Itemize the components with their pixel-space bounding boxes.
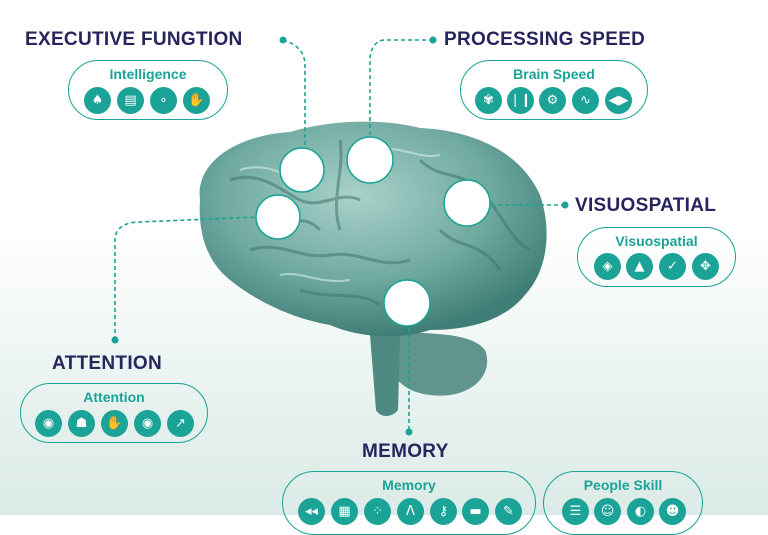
arrows-in-icon[interactable]: ◀▶ <box>605 87 632 114</box>
marker-attention <box>255 194 301 240</box>
attention-pill: Attention ◉ ☗ ✋ ◉ ↗ <box>20 383 208 443</box>
memory-label: Memory <box>382 477 436 493</box>
cross-arrows-icon[interactable]: ✥ <box>692 253 719 280</box>
person-card-icon[interactable]: ☰ <box>562 498 589 525</box>
hand-sign-icon[interactable]: ✋ <box>183 87 210 114</box>
marker-memory <box>383 279 431 327</box>
intelligence-label: Intelligence <box>109 66 187 82</box>
chevrons-check-icon[interactable]: ✓ <box>659 253 686 280</box>
face-icon[interactable]: ☻ <box>659 498 686 525</box>
spade-sound-icon[interactable]: ♠ <box>84 87 111 114</box>
key-icon[interactable]: ⚷ <box>430 498 457 525</box>
attention-label: Attention <box>83 389 145 405</box>
memory-title: MEMORY <box>362 441 449 462</box>
eye-sound-icon[interactable]: ◉ <box>134 410 161 437</box>
masks-icon[interactable]: ☺ <box>594 498 621 525</box>
people-skill-label: People Skill <box>583 477 663 493</box>
intelligence-pill: Intelligence ♠ ▤ ∘ ✋ <box>68 60 228 120</box>
head-speak-icon[interactable]: ◐ <box>627 498 654 525</box>
brain-stem <box>370 335 400 416</box>
dots-icon[interactable]: ⁘ <box>364 498 391 525</box>
pulse-icon[interactable]: ∿ <box>572 87 599 114</box>
visuospatial-label: Visuospatial <box>615 233 698 249</box>
tent-icon[interactable]: ▲ <box>626 253 653 280</box>
clipboard-icon[interactable]: ✎ <box>495 498 522 525</box>
memory-pill: Memory ◂◂ ▦ ⁘ Λ ⚷ ▬ ✎ <box>282 471 536 535</box>
brain-illustration <box>111 36 569 436</box>
circles-icon[interactable]: ∘ <box>150 87 177 114</box>
marker-visuospatial <box>443 179 491 227</box>
blocks-icon[interactable]: ▬ <box>462 498 489 525</box>
visuospatial-pill: Visuospatial ◈ ▲ ✓ ✥ <box>577 227 736 287</box>
head-gear-icon[interactable]: ⚙ <box>539 87 566 114</box>
brain-speed-pill: Brain Speed ✾ ❘❙ ⚙ ∿ ◀▶ <box>460 60 648 120</box>
lamp-icon[interactable]: ☗ <box>68 410 95 437</box>
brain-speed-label: Brain Speed <box>513 66 595 82</box>
butterfly-icon[interactable]: ✾ <box>475 87 502 114</box>
visuospatial-title: VISUOSPATIAL <box>575 195 717 216</box>
arrow-dots-icon[interactable]: ↗ <box>167 410 194 437</box>
cards-icon[interactable]: ▤ <box>117 87 144 114</box>
diamond-target-icon[interactable]: ◈ <box>594 253 621 280</box>
processing-speed-title: PROCESSING SPEED <box>444 29 646 50</box>
executive-function-title: EXECUTIVE FUNGTION <box>25 29 243 50</box>
cerebellum <box>384 330 488 396</box>
compass-icon[interactable]: Λ <box>397 498 424 525</box>
people-skill-pill: People Skill ☰ ☺ ◐ ☻ <box>543 471 703 535</box>
sound-sequence-icon[interactable]: ◂◂ <box>298 498 325 525</box>
sound-wave-icon[interactable]: ❘❙ <box>507 87 534 114</box>
marker-processing <box>346 136 394 184</box>
hand-icon[interactable]: ✋ <box>101 410 128 437</box>
attention-title: ATTENTION <box>52 353 163 374</box>
brain-grid-icon[interactable]: ▦ <box>331 498 358 525</box>
marker-executive <box>279 147 325 193</box>
eye-arrows-icon[interactable]: ◉ <box>35 410 62 437</box>
